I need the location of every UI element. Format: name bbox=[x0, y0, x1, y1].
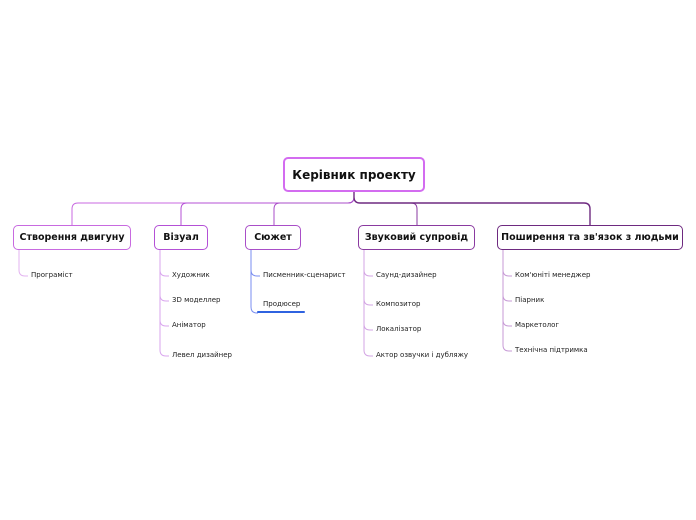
branch-node-engine[interactable]: Створення двигуну bbox=[13, 225, 131, 250]
leaf-community-manager[interactable]: Ком'юніті менеджер bbox=[515, 271, 591, 279]
link-leaf-3-1 bbox=[250, 250, 260, 277]
link-leaf-1-1 bbox=[18, 250, 28, 277]
link-root-branch-4 bbox=[353, 192, 418, 225]
link-leaf-5-1 bbox=[502, 250, 512, 277]
link-leaf-2-1 bbox=[159, 250, 169, 277]
link-leaf-4-2 bbox=[363, 250, 373, 306]
branch-node-visual[interactable]: Візуал bbox=[154, 225, 208, 250]
leaf-localizer[interactable]: Локалізатор bbox=[376, 325, 422, 333]
leaf-level-designer[interactable]: Левел дизайнер bbox=[172, 351, 232, 359]
branch-node-sound[interactable]: Звуковий супровід bbox=[358, 225, 475, 250]
leaf-marketer[interactable]: Маркетолог bbox=[515, 321, 560, 329]
link-leaf-4-3 bbox=[363, 250, 373, 331]
branch-node-plot[interactable]: Сюжет bbox=[245, 225, 301, 250]
branch-label: Створення двигуну bbox=[19, 232, 125, 243]
leaf-animator[interactable]: Аніматор bbox=[172, 321, 206, 329]
branch-label: Поширення та зв'язок з людьми bbox=[501, 232, 679, 243]
link-root-branch-1 bbox=[71, 192, 355, 225]
branch-label: Сюжет bbox=[254, 232, 292, 243]
leaf-producer[interactable]: Продюсер bbox=[263, 300, 301, 308]
leaf-sound-designer[interactable]: Саунд-дизайнер bbox=[376, 271, 437, 279]
branch-label: Візуал bbox=[163, 232, 199, 243]
leaf-composer[interactable]: Композитор bbox=[376, 300, 421, 308]
link-leaf-3-2 bbox=[250, 250, 258, 314]
leaf-3d-modeller[interactable]: 3D моделлер bbox=[172, 296, 221, 304]
link-leaf-5-4 bbox=[502, 250, 512, 352]
selection-underline bbox=[257, 311, 305, 313]
link-root-branch-2 bbox=[180, 192, 355, 225]
root-node[interactable]: Керівник проекту bbox=[283, 157, 425, 192]
leaf-pr-specialist[interactable]: Піарник bbox=[515, 296, 545, 304]
link-leaf-2-4 bbox=[159, 250, 169, 357]
link-leaf-5-3 bbox=[502, 250, 512, 327]
root-label: Керівник проекту bbox=[292, 167, 416, 182]
branch-label: Звуковий супровід bbox=[364, 232, 469, 243]
link-root-branch-5 bbox=[353, 192, 591, 225]
link-leaf-4-1 bbox=[363, 250, 373, 277]
leaf-tech-support[interactable]: Технічна підтримка bbox=[515, 346, 588, 354]
link-root-branch-3 bbox=[273, 192, 355, 225]
leaf-artist[interactable]: Художник bbox=[172, 271, 210, 279]
leaf-programmer[interactable]: Програміст bbox=[31, 271, 73, 279]
leaf-voice-actor[interactable]: Актор озвучки і дубляжу bbox=[376, 351, 469, 359]
branch-node-outreach[interactable]: Поширення та зв'язок з людьми bbox=[497, 225, 683, 250]
leaf-screenwriter[interactable]: Писменник-сценарист bbox=[263, 271, 346, 279]
link-leaf-2-3 bbox=[159, 250, 169, 327]
link-leaf-4-4 bbox=[363, 250, 373, 357]
